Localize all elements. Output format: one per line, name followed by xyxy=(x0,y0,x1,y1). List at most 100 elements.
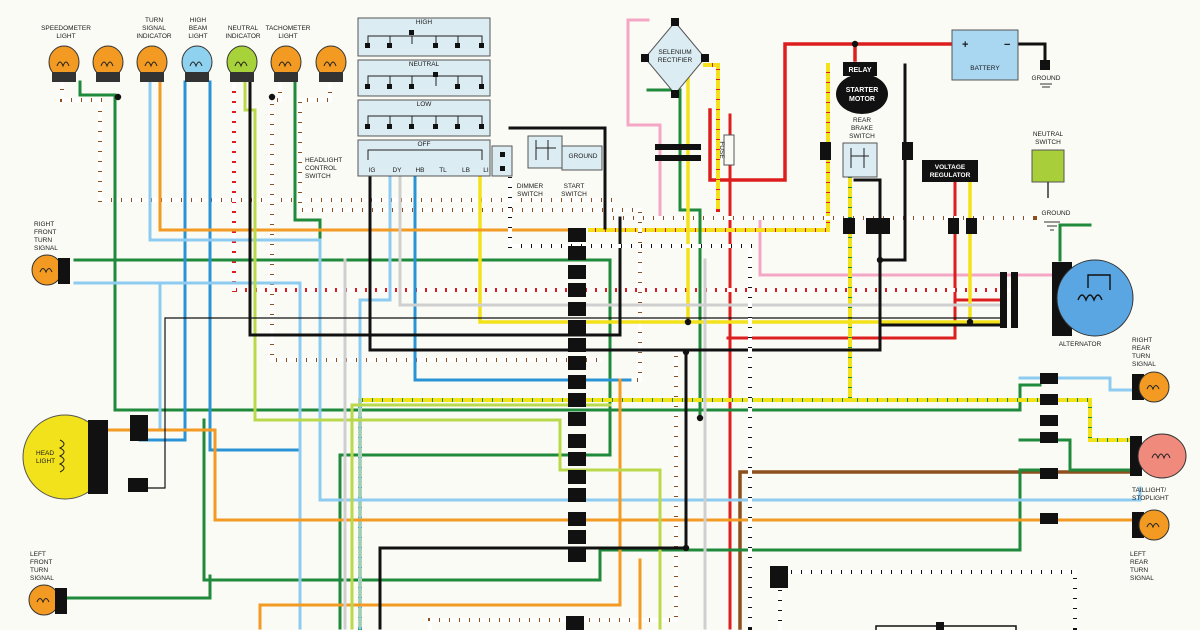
right-rear-turn-signal: RIGHT REAR TURN SIGNAL xyxy=(1132,337,1170,403)
headlight-connector xyxy=(128,478,148,492)
connector-block xyxy=(568,283,586,297)
wire-lightblue-1 xyxy=(148,80,1142,502)
wires xyxy=(58,18,1142,630)
starter-motor-label: STARTER xyxy=(846,87,879,94)
starter-motor-label: MOTOR xyxy=(849,96,875,103)
headlight-control-switch: HIGH NEUTRAL LOW OFF IG DY HB TL LB LI H… xyxy=(305,17,491,180)
terminal-label: DY xyxy=(392,167,402,174)
headlight-control-switch-label: HEADLIGHT xyxy=(305,157,342,164)
wire-black-2 xyxy=(368,63,907,352)
lamp-socket xyxy=(58,258,70,284)
bottom-component-box xyxy=(875,625,1017,630)
wire-lightblue-3 xyxy=(158,281,302,630)
junction-dot xyxy=(682,348,690,356)
filament-icon xyxy=(1151,453,1171,460)
wire-brown-white-3-stripe xyxy=(298,83,642,382)
wire-green-yellow-stripe xyxy=(358,168,852,630)
rear-connector xyxy=(1040,394,1058,405)
junction-dots xyxy=(114,40,974,552)
headlight-control-switch-label: CONTROL xyxy=(305,165,337,172)
taillight-stoplight-label: STOPLIGHT xyxy=(1132,495,1169,502)
wire-green-yellow-2 xyxy=(848,398,1142,442)
brake-connector xyxy=(820,142,831,160)
rear-connector xyxy=(1040,432,1058,443)
rear-brake-switch-label: BRAKE xyxy=(851,125,874,132)
dimmer-switch-label: SWITCH xyxy=(517,191,543,198)
junction-dot xyxy=(966,318,974,326)
junction-dot xyxy=(696,414,704,422)
neutral-indicator: NEUTRAL INDICATOR xyxy=(225,25,261,82)
lamp-socket xyxy=(96,72,120,82)
connector-block xyxy=(568,375,586,389)
connector-block xyxy=(568,393,586,407)
left-front-turn-signal-label: FRONT xyxy=(30,559,52,566)
fuse: FUSE xyxy=(718,134,735,166)
junction-dot xyxy=(114,93,122,101)
regulator-connector xyxy=(948,218,959,234)
switch-position-high xyxy=(357,17,491,57)
high-beam-light-label: BEAM xyxy=(189,25,207,32)
filament-icon xyxy=(234,61,248,68)
neutral-switch-label: SWITCH xyxy=(1035,139,1061,146)
wire-orange-3 xyxy=(258,378,622,630)
neutral-indicator-label: INDICATOR xyxy=(225,33,260,40)
left-rear-turn-signal-label: REAR xyxy=(1130,559,1148,566)
wire-black-white-box-stripe xyxy=(778,570,1077,630)
high-beam-light-label: LIGHT xyxy=(188,33,207,40)
turn-signal-indicator-label: TURN xyxy=(145,17,163,24)
neutral-indicator-label: NEUTRAL xyxy=(228,25,259,32)
speedometer-light-label: SPEEDOMETER xyxy=(41,25,91,32)
head-light-label: LIGHT xyxy=(36,458,55,465)
start-switch-box xyxy=(527,135,563,169)
wire-green-4 xyxy=(202,418,1042,582)
wire-green-rectifier xyxy=(646,88,702,420)
speedometer-light-label: LIGHT xyxy=(56,33,75,40)
wire-blue-2 xyxy=(413,173,632,382)
rectifier-connector xyxy=(655,144,701,150)
brake-connector xyxy=(902,142,913,160)
filament-icon xyxy=(100,61,114,68)
high-beam-light-label: HIGH xyxy=(190,17,207,24)
wire-brown-white-stripe xyxy=(60,80,1037,220)
wire-red-alt xyxy=(726,178,957,340)
alternator-connector xyxy=(1000,272,1007,328)
switch-position-low xyxy=(357,99,491,137)
battery-positive: + xyxy=(962,39,968,51)
connector-block xyxy=(568,320,586,334)
voltage-regulator-label: VOLTAGE xyxy=(935,164,966,171)
connector-block xyxy=(568,470,586,484)
filament-icon xyxy=(1146,385,1160,391)
voltage-regulator-label: REGULATOR xyxy=(930,172,971,179)
lamp-socket xyxy=(319,72,343,82)
right-front-turn-signal: RIGHT FRONT TURN SIGNAL xyxy=(31,221,70,286)
rear-connector xyxy=(1040,468,1058,479)
dimmer-start-switch: GROUND DIMMER SWITCH START SWITCH xyxy=(491,135,603,198)
wire-black-4 xyxy=(378,348,688,630)
wire-brown-bottom-stripe xyxy=(428,350,678,630)
neutral-switch: NEUTRAL SWITCH GROUND xyxy=(1031,131,1071,231)
switch-position-label: LOW xyxy=(417,101,433,108)
wire-red-brake-stripe xyxy=(588,63,830,232)
terminal-label: HB xyxy=(415,167,424,174)
alternator-label: ALTERNATOR xyxy=(1059,341,1102,348)
wire-green-alt xyxy=(1058,223,1092,262)
alternator-coil-icon xyxy=(1077,274,1111,302)
battery-ground-label: GROUND xyxy=(1032,75,1061,82)
wire-brown-tail xyxy=(738,470,1142,630)
right-front-turn-signal-label: RIGHT xyxy=(34,221,54,228)
lamp-socket xyxy=(52,72,76,82)
taillight-stoplight-label: TAILLIGHT/ xyxy=(1132,487,1166,494)
lamp-socket xyxy=(185,72,209,82)
connector-block xyxy=(568,434,586,448)
rear-connector xyxy=(1040,513,1058,524)
wire-black-white xyxy=(508,148,752,630)
wire-lightblue-rr xyxy=(1018,376,1142,392)
ground-label: GROUND xyxy=(569,153,598,160)
connector-block xyxy=(568,548,586,562)
left-front-turn-signal-label: TURN xyxy=(30,567,48,574)
wire-lightblue-4 xyxy=(358,173,392,630)
battery-body xyxy=(951,29,1019,81)
left-front-turn-signal-label: SIGNAL xyxy=(30,575,54,582)
wire-lightgreen-2 xyxy=(350,403,612,630)
left-rear-turn-signal-label: LEFT xyxy=(1130,551,1146,558)
